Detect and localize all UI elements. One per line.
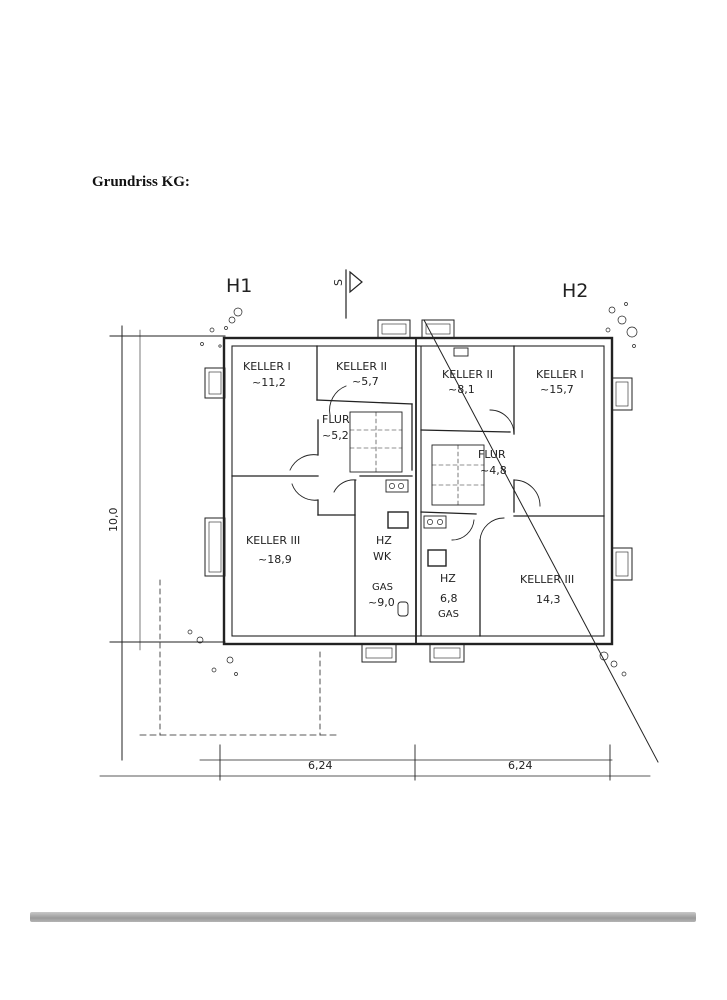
room-h1-hz-gas: GAS bbox=[372, 582, 393, 593]
room-h2-hz-area: 6,8 bbox=[440, 592, 458, 605]
room-h1-keller1-name: KELLER I bbox=[243, 360, 291, 373]
room-h1-keller3-area: ~18,9 bbox=[258, 553, 292, 566]
room-h2-hz-name: HZ bbox=[440, 572, 456, 585]
dimension-right: 6,24 bbox=[508, 759, 533, 772]
page-title: Grundriss KG: bbox=[92, 174, 190, 190]
room-h2-keller1-area: ~15,7 bbox=[540, 383, 574, 396]
section-line bbox=[423, 319, 659, 763]
room-h1-keller1-area: ~11,2 bbox=[252, 376, 286, 389]
room-h2-flur-name: FLUR bbox=[478, 448, 506, 461]
room-h2-hz-gas: GAS bbox=[438, 609, 459, 620]
room-h2-keller3-name: KELLER III bbox=[520, 573, 574, 586]
room-h1-hz-area: ~9,0 bbox=[368, 596, 395, 609]
room-h2-flur-area: ~4,8 bbox=[480, 464, 507, 477]
room-h1-flur-area: ~5,2 bbox=[322, 429, 349, 442]
dimension-left: 6,24 bbox=[308, 759, 333, 772]
terrain-marks bbox=[187, 302, 638, 677]
room-h1-flur-name: FLUR bbox=[322, 413, 350, 426]
house-label-h2: H2 bbox=[562, 280, 588, 302]
room-h1-keller2-area: ~5,7 bbox=[352, 375, 379, 388]
room-h2-keller2-area: ~8,1 bbox=[448, 383, 475, 396]
room-h2-keller1-name: KELLER I bbox=[536, 368, 584, 381]
side-dimension: 10,0 bbox=[107, 508, 120, 533]
room-h1-keller2-name: KELLER II bbox=[336, 360, 387, 373]
room-h1-keller3-name: KELLER III bbox=[246, 534, 300, 547]
north-marker-label: S bbox=[332, 279, 345, 286]
room-h2-keller2-name: KELLER II bbox=[442, 368, 493, 381]
room-h2-keller3-area: 14,3 bbox=[536, 593, 561, 606]
footer-bar bbox=[30, 912, 696, 922]
room-h1-hz-sub: WK bbox=[373, 550, 392, 563]
room-h1-hz-name: HZ bbox=[376, 534, 392, 547]
house-label-h1: H1 bbox=[226, 275, 252, 297]
outer-wall bbox=[222, 336, 614, 646]
